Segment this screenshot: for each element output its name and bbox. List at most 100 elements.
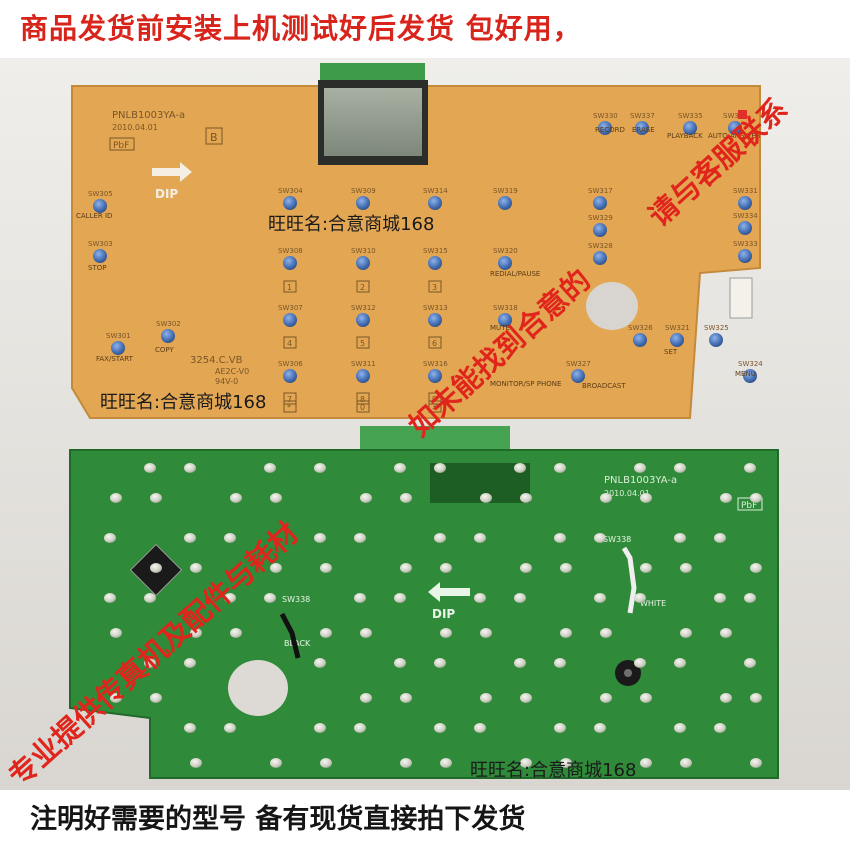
- switch-designator: SW305: [88, 190, 113, 198]
- digit-box: [356, 280, 370, 293]
- black-wire: [279, 612, 301, 659]
- digit-box: [428, 280, 442, 293]
- solder-pad: [474, 593, 486, 603]
- switch-designator: SW320: [493, 247, 518, 255]
- solder-pad: [394, 658, 406, 668]
- solder-pad: [320, 628, 332, 638]
- digit-box: [428, 400, 442, 413]
- solder-pad: [400, 693, 412, 703]
- solder-pad: [440, 758, 452, 768]
- digit-label: 1: [287, 283, 292, 292]
- digit-label: 0: [360, 403, 365, 412]
- status-led: [738, 110, 747, 119]
- solder-pad: [750, 563, 762, 573]
- switch-designator: SW317: [588, 187, 613, 195]
- solder-pad: [224, 593, 236, 603]
- top-circuit-board: PNLB1003YA-a 2010.04.01 PbF B DIP 3254.C…: [71, 63, 763, 419]
- solder-pad: [640, 493, 652, 503]
- solder-pad: [554, 463, 566, 473]
- switch-designator: SW330: [593, 112, 618, 120]
- solder-pad: [394, 593, 406, 603]
- switch-designator: SW312: [351, 304, 376, 312]
- tact-switch-button: [593, 223, 607, 237]
- solder-pad: [104, 593, 116, 603]
- key-label-caller-id: CALLER ID: [76, 212, 112, 220]
- solder-pad: [560, 758, 572, 768]
- switch-designator: SW311: [351, 360, 376, 368]
- tact-switch-button: [428, 369, 442, 383]
- digit-label: *: [287, 403, 291, 412]
- tact-switch-button: [93, 199, 107, 213]
- key-label-playback: PLAYBACK: [667, 132, 703, 140]
- tact-switch-button: [283, 313, 297, 327]
- solder-pad: [354, 593, 366, 603]
- top-b-mark: B: [210, 131, 218, 144]
- solder-pad: [400, 563, 412, 573]
- digit-box: [428, 336, 442, 349]
- solder-pad: [594, 533, 606, 543]
- switch-designator: SW302: [156, 320, 181, 328]
- tact-switch-button: [161, 329, 175, 343]
- tact-switch-button: [728, 121, 742, 135]
- solder-pad: [434, 723, 446, 733]
- bottom-part-number: PNLB1003YA-a: [604, 475, 677, 486]
- solder-pad: [594, 723, 606, 733]
- solder-pad: [514, 463, 526, 473]
- digit-box: [283, 400, 297, 413]
- solder-pad: [600, 493, 612, 503]
- solder-pad: [520, 693, 532, 703]
- switch-designator: SW333: [733, 240, 758, 248]
- solder-pad: [554, 658, 566, 668]
- tact-switch-button: [428, 196, 442, 210]
- digit-label: 5: [360, 339, 365, 348]
- solder-pad: [674, 723, 686, 733]
- solder-pad: [110, 628, 122, 638]
- solder-pad: [554, 723, 566, 733]
- switch-designator: SW335: [678, 112, 703, 120]
- solder-pad: [270, 493, 282, 503]
- tact-switch-button: [356, 313, 370, 327]
- tact-switch-button: [683, 121, 697, 135]
- switch-designator: SW306: [278, 360, 303, 368]
- solder-pad: [184, 658, 196, 668]
- top-cert2: 94V-0: [215, 377, 238, 386]
- key-label-set: SET: [664, 348, 678, 356]
- digit-label: 8: [360, 395, 365, 404]
- top-board-cutout: [586, 282, 638, 330]
- solder-pad: [354, 723, 366, 733]
- solder-pad: [440, 628, 452, 638]
- switch-designator: SW304: [278, 187, 303, 195]
- tact-switch-button: [593, 196, 607, 210]
- tact-switch-button: [283, 196, 297, 210]
- solder-pad: [640, 758, 652, 768]
- solder-pad: [434, 658, 446, 668]
- switch-designator: SW324: [738, 360, 763, 368]
- switch-designator: SW329: [588, 214, 613, 222]
- tact-switch-button: [593, 251, 607, 265]
- solder-pad: [190, 563, 202, 573]
- solder-pad: [634, 463, 646, 473]
- dip-arrow-icon: [152, 162, 192, 182]
- key-label-record: RECORD: [595, 126, 625, 134]
- bottom-dip-label: DIP: [432, 607, 455, 621]
- switch-designator: SW336: [723, 112, 748, 120]
- switch-designator: SW309: [351, 187, 376, 195]
- solder-pad: [270, 758, 282, 768]
- digit-label: 7: [287, 395, 292, 404]
- solder-pad: [750, 493, 762, 503]
- tact-switch-button: [670, 333, 684, 347]
- bottom-promo-banner: 注明好需要的型号 备有现货直接拍下发货: [0, 790, 850, 850]
- solder-pad: [144, 463, 156, 473]
- solder-pad: [600, 693, 612, 703]
- solder-pad: [400, 493, 412, 503]
- digit-box: [356, 392, 370, 405]
- key-label-menu: MENU: [735, 370, 756, 378]
- solder-pad: [560, 563, 572, 573]
- solder-pad: [264, 463, 276, 473]
- digit-box: [356, 336, 370, 349]
- solder-pad: [600, 628, 612, 638]
- tact-switch-button: [356, 369, 370, 383]
- digit-label: 2: [360, 283, 365, 292]
- switch-designator: SW310: [351, 247, 376, 255]
- switch-designator: SW334: [733, 212, 758, 220]
